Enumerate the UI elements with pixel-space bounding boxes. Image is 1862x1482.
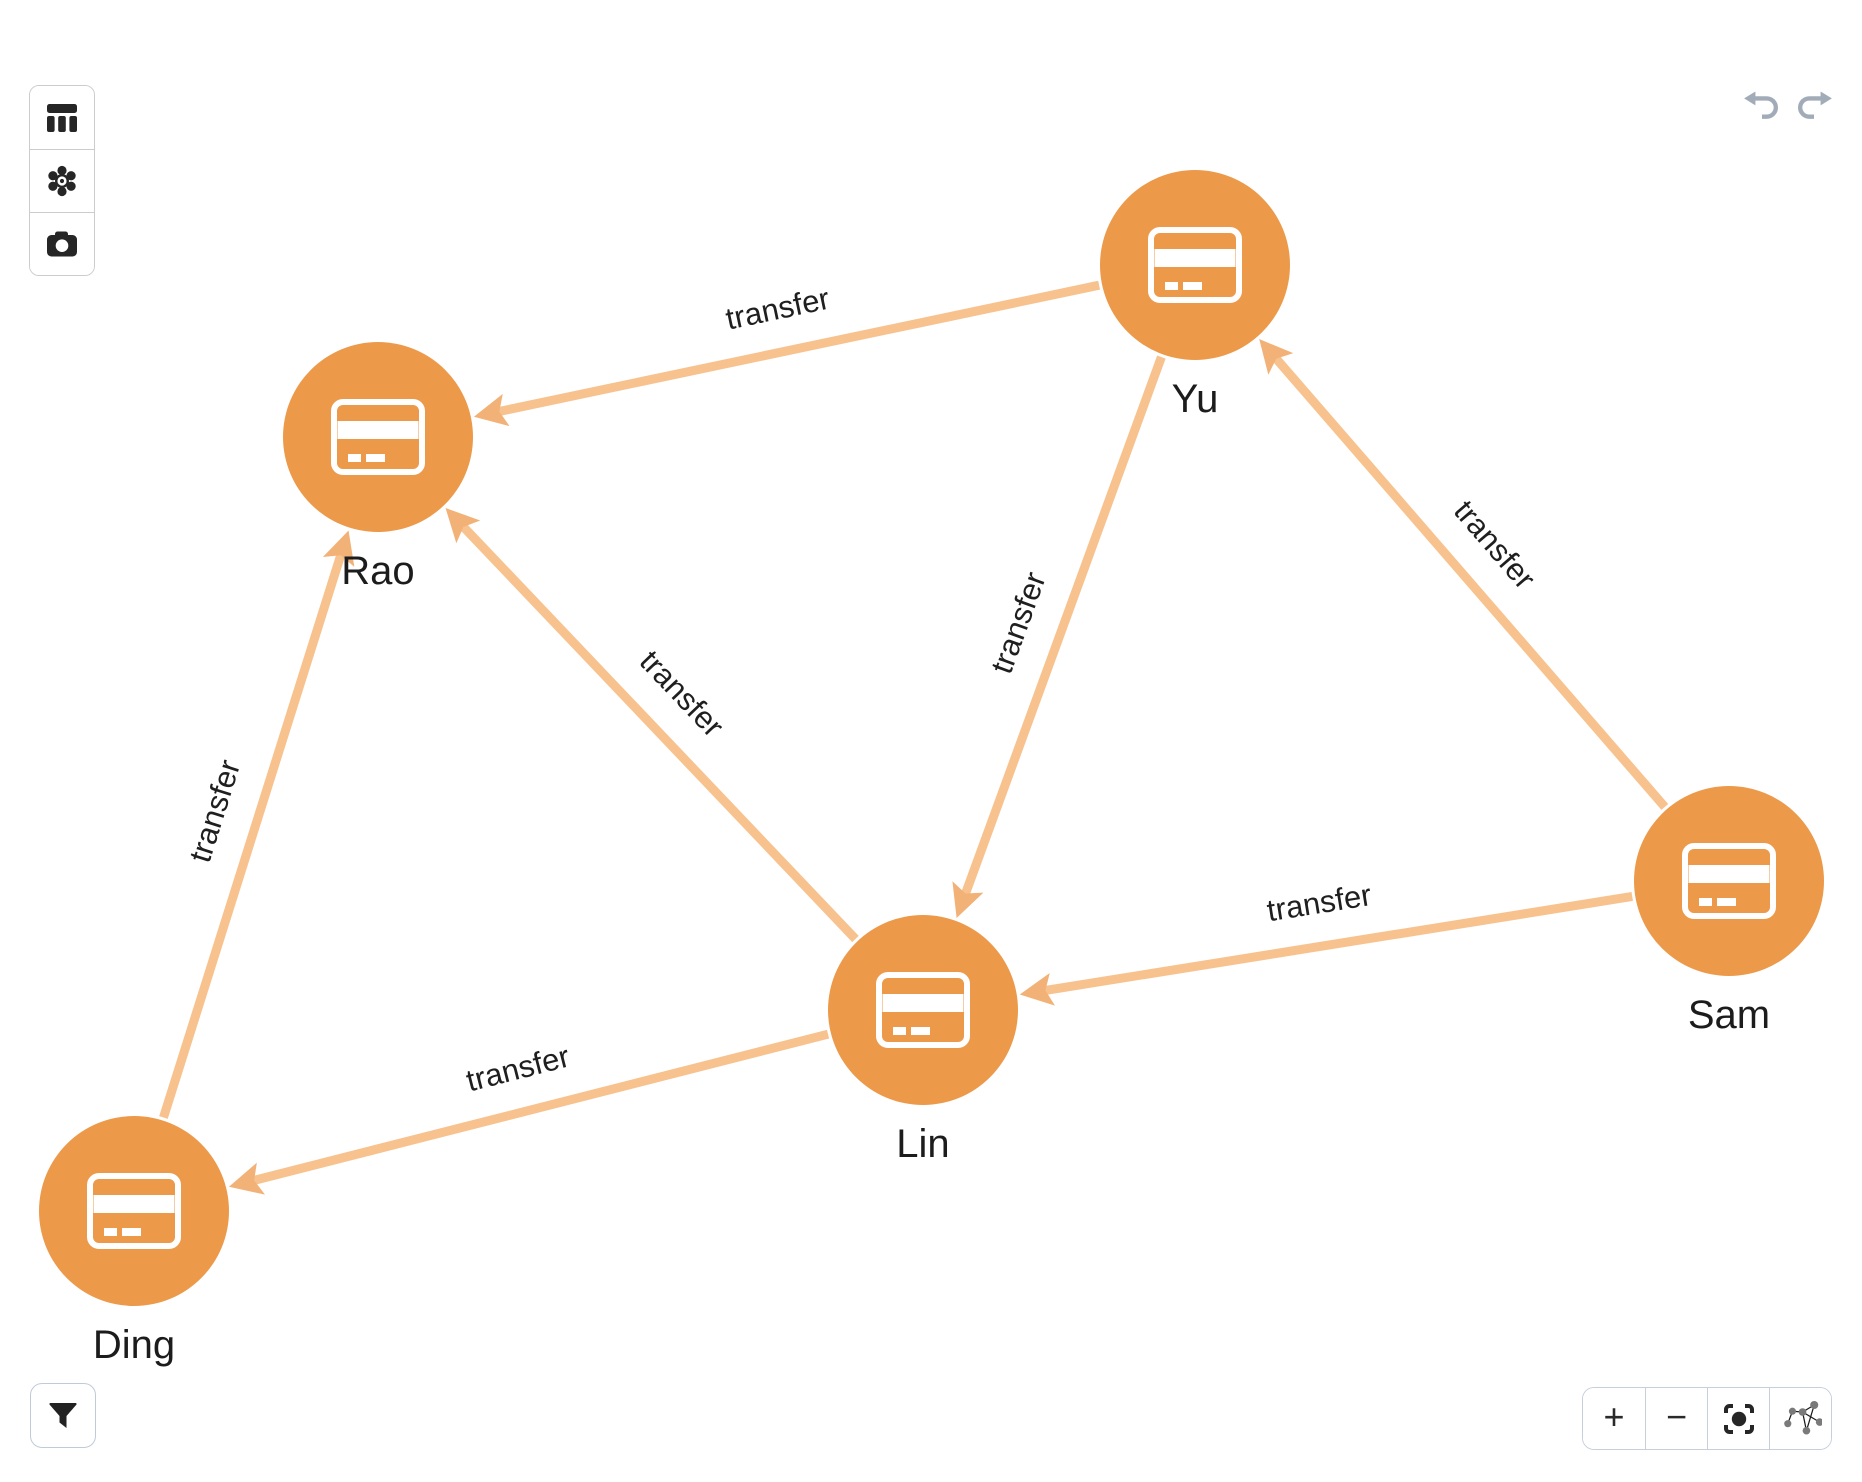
zoom-in-button[interactable]: + xyxy=(1583,1388,1645,1449)
edge-arrowhead-icon xyxy=(952,881,984,918)
graph-edge-Lin-Ding[interactable]: transfer xyxy=(228,1029,830,1195)
edge-arrowhead-icon xyxy=(473,393,510,427)
graph-edge-Ding-Rao[interactable]: transfer xyxy=(159,530,355,1119)
edge-label: transfer xyxy=(633,644,731,744)
graph-node-Sam[interactable]: Sam xyxy=(1634,786,1824,1037)
filter-button[interactable] xyxy=(30,1383,96,1448)
node-label: Yu xyxy=(1172,377,1219,421)
zoom-out-button[interactable]: − xyxy=(1645,1388,1707,1449)
undo-arrow-icon xyxy=(1744,91,1778,119)
credit-card-icon xyxy=(1682,843,1776,919)
credit-card-icon xyxy=(876,972,970,1048)
graph-edge-Sam-Yu[interactable]: transfer xyxy=(1259,339,1669,810)
zoom-controls: + − xyxy=(1582,1387,1832,1450)
edge-label: transfer xyxy=(182,756,247,867)
node-label: Ding xyxy=(93,1323,175,1367)
node-label: Sam xyxy=(1688,993,1770,1037)
edge-arrowhead-icon xyxy=(322,530,355,567)
camera-icon xyxy=(46,231,77,257)
fit-view-icon xyxy=(1723,1403,1754,1434)
edge-line xyxy=(253,1029,830,1185)
graph-edge-Yu-Lin[interactable]: transfer xyxy=(952,355,1166,918)
edge-label: transfer xyxy=(984,567,1053,678)
credit-card-icon xyxy=(87,1173,181,1249)
graph-node-Yu[interactable]: Yu xyxy=(1100,170,1290,421)
graph-edge-Sam-Lin[interactable]: transfer xyxy=(1019,877,1633,1006)
zoom-in-label: + xyxy=(1603,1396,1625,1437)
redo-arrow-icon xyxy=(1798,91,1832,119)
left-toolbar xyxy=(29,85,95,276)
redo-button[interactable] xyxy=(1794,88,1834,122)
graph-edge-Lin-Rao[interactable]: transfer xyxy=(445,508,859,943)
layout-columns-button[interactable] xyxy=(30,86,94,149)
history-bar xyxy=(1742,88,1834,122)
undo-button[interactable] xyxy=(1742,88,1782,122)
network-graph-icon xyxy=(1783,1400,1822,1434)
credit-card-icon xyxy=(1148,227,1242,303)
graph-node-Ding[interactable]: Ding xyxy=(39,1116,229,1367)
edge-arrowhead-icon xyxy=(445,508,481,544)
filter-funnel-icon xyxy=(49,1402,77,1428)
edge-arrowhead-icon xyxy=(228,1162,266,1195)
edge-arrowhead-icon xyxy=(1019,973,1055,1006)
node-label: Lin xyxy=(896,1122,949,1166)
settings-button[interactable] xyxy=(30,149,94,212)
graph-node-Rao[interactable]: Rao xyxy=(283,342,473,593)
auto-layout-button[interactable] xyxy=(1769,1388,1831,1449)
settings-gear-icon xyxy=(48,165,76,197)
zoom-out-label: − xyxy=(1665,1396,1688,1437)
edge-label: transfer xyxy=(1264,877,1373,928)
credit-card-icon xyxy=(331,399,425,475)
edge-line xyxy=(961,355,1166,896)
edge-label: transfer xyxy=(723,281,833,337)
node-label: Rao xyxy=(341,549,414,593)
layout-columns-icon xyxy=(47,103,77,132)
edge-line xyxy=(460,523,859,943)
graph-node-Lin[interactable]: Lin xyxy=(828,915,1018,1166)
screenshot-button[interactable] xyxy=(30,212,94,275)
edge-line xyxy=(1272,355,1669,810)
edge-line xyxy=(159,553,346,1119)
edge-line xyxy=(498,280,1101,416)
fit-view-button[interactable] xyxy=(1707,1388,1769,1449)
edge-arrowhead-icon xyxy=(1259,339,1294,375)
edge-label: transfer xyxy=(463,1039,573,1099)
edge-line xyxy=(1044,892,1633,995)
edge-label: transfer xyxy=(1447,493,1542,595)
graph-edge-Yu-Rao[interactable]: transfer xyxy=(473,280,1101,427)
